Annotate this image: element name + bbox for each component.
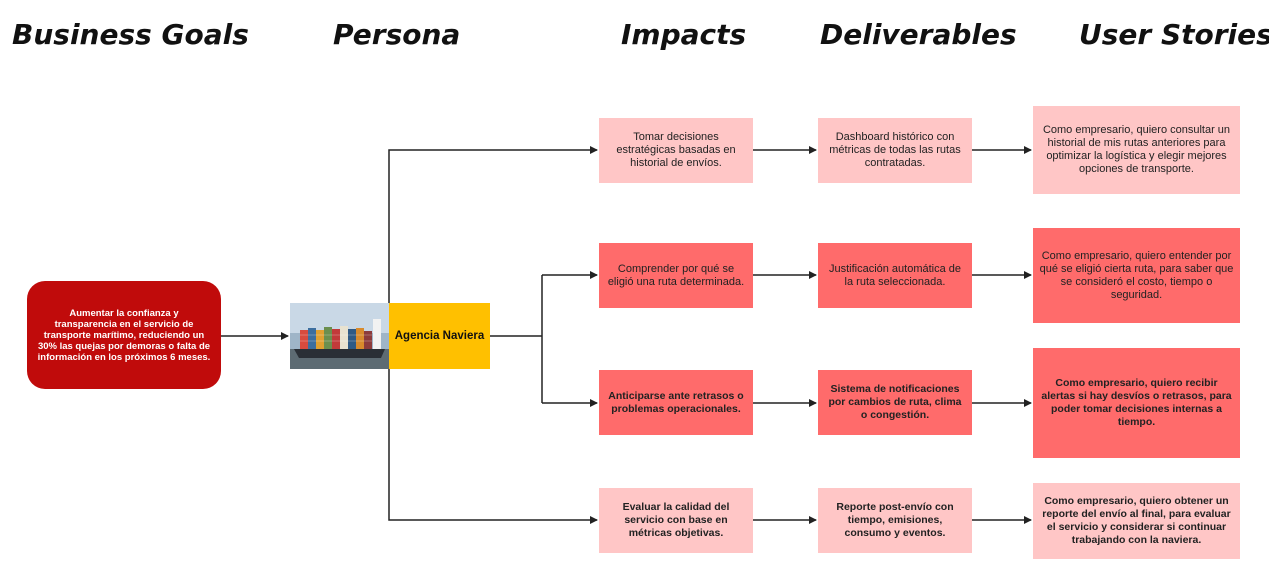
deliverable-card-1: Dashboard histórico con métricas de toda… (818, 118, 972, 183)
deliverable-card-4: Reporte post-envío con tiempo, emisiones… (818, 488, 972, 553)
deliverable-card-2: Justificación automática de la ruta sele… (818, 243, 972, 308)
header-persona: Persona (333, 18, 461, 51)
user-story-card-2: Como empresario, quiero entender por qué… (1033, 228, 1240, 323)
branch-outer-bottom (388, 369, 598, 524)
container-ship-photo (290, 303, 389, 369)
impact-card-4: Evaluar la calidad del servicio con base… (599, 488, 753, 553)
header-business-goals: Business Goals (12, 18, 249, 51)
persona-agencia-naviera: Agencia Naviera (389, 303, 490, 369)
branch-outer (388, 146, 598, 303)
impact-card-3: Anticiparse ante retrasos o problemas op… (599, 370, 753, 435)
user-story-card-1: Como empresario, quiero consultar un his… (1033, 106, 1240, 194)
user-story-card-4: Como empresario, quiero obtener un repor… (1033, 483, 1240, 559)
impact-card-2: Comprender por qué se eligió una ruta de… (599, 243, 753, 308)
business-goal-box: Aumentar la confianza y transparencia en… (27, 281, 221, 389)
persona-label: Agencia Naviera (394, 330, 485, 342)
header-user-stories: User Stories (1079, 18, 1269, 51)
impact-card-1: Tomar decisiones estratégicas basadas en… (599, 118, 753, 183)
deliverable-card-3: Sistema de notificaciones por cambios de… (818, 370, 972, 435)
header-deliverables: Deliverables (820, 18, 1017, 51)
header-impacts: Impacts (621, 18, 747, 51)
user-story-card-3: Como empresario, quiero recibir alertas … (1033, 348, 1240, 458)
